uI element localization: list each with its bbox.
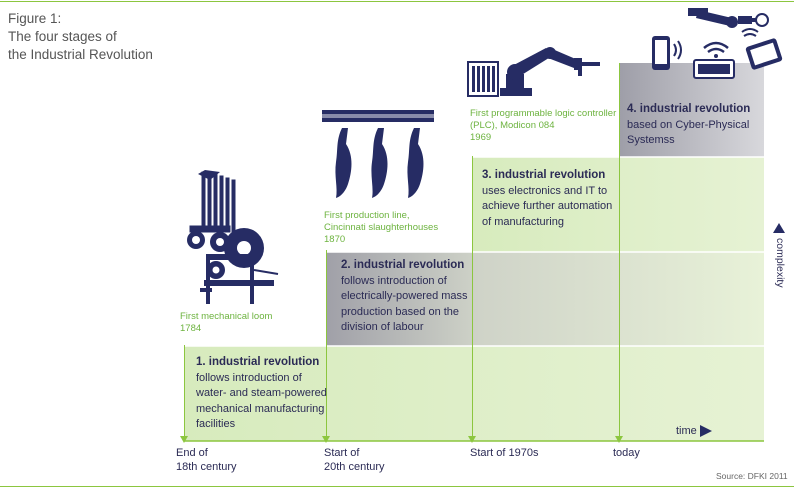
top-rule — [0, 1, 794, 2]
stage-1-text: 1. industrial revolution follows introdu… — [196, 355, 327, 433]
stage-4-heading: 4. industrial revolution — [627, 103, 751, 115]
milestone-plc-line-3: 1969 — [470, 132, 492, 143]
tick-start-1970s: Start of 1970s — [470, 446, 539, 460]
tick-2-line-1: Start of — [324, 447, 360, 459]
stage-2-line-2: electrically-powered mass — [341, 290, 468, 302]
stage-3-line-2: achieve further automation — [482, 200, 613, 212]
stage-3-band — [472, 157, 764, 252]
stage-4-line-2: Systemss — [627, 134, 675, 146]
stage-1-band — [184, 346, 764, 441]
stage-1-line-1: follows introduction of — [196, 371, 302, 384]
stage-2-band-grey — [326, 252, 764, 346]
milestone-plc-line-2: (PLC), Modicon 084 — [470, 120, 555, 131]
stage-4-line-1: based on Cyber-Physical — [627, 118, 750, 131]
bottom-rule — [0, 486, 794, 487]
stage-1-line-3: mechanical manufacturing — [196, 402, 325, 415]
stage-3-line-1: uses electronics and IT to — [482, 184, 608, 197]
tick-4-line-1: today — [613, 447, 640, 459]
source-credit: Source: DFKI 2011 — [716, 471, 788, 481]
time-arrow-icon — [700, 425, 712, 437]
milestone-loom: First mechanical loom 1784 — [180, 311, 272, 335]
stage-4-text: 4. industrial revolution based on Cyber-… — [627, 102, 750, 149]
marker-line-today — [619, 63, 620, 438]
stage-3-line-3: of manufacturing — [482, 215, 564, 228]
marker-line-1784 — [184, 345, 185, 438]
tick-1-line-1: End of — [176, 447, 208, 459]
stage-2-line-1: follows introduction of — [341, 274, 447, 287]
stage-2-line-4: division of labour — [341, 321, 424, 333]
tick-end-18th-century: End of 18th century — [176, 446, 237, 474]
tick-1-line-2: 18th century — [176, 461, 237, 473]
mechanical-loom-icon — [187, 170, 279, 304]
stage-2-text: 2. industrial revolution follows introdu… — [341, 258, 468, 336]
marker-line-1870 — [326, 250, 327, 438]
stage-1-line-4: facilities — [196, 418, 236, 430]
robot-arm-plc-icon — [467, 47, 600, 97]
tick-2-line-2: 20th century — [324, 461, 385, 473]
complexity-axis-label: complexity — [774, 238, 786, 288]
tick-today: today — [613, 446, 640, 460]
milestone-loom-line-2: 1784 — [180, 323, 202, 334]
milestone-plc: First programmable logic controller (PLC… — [470, 108, 616, 144]
figure-title-line-3: the Industrial Revolution — [8, 47, 153, 62]
marker-arrow-4 — [615, 436, 623, 443]
tick-start-20th-century: Start of 20th century — [324, 446, 385, 474]
stage-1-line-2: water- and steam-powered — [196, 387, 327, 399]
milestone-production-line: First production line, Cincinnati slaugh… — [324, 210, 438, 246]
time-axis-label: time — [676, 425, 697, 437]
figure-title-line-1: Figure 1: — [8, 11, 62, 26]
stage-3-heading: 3. industrial revolution — [482, 169, 606, 181]
figure-title: Figure 1: The four stages of the Industr… — [8, 10, 153, 64]
stage-1-heading: 1. industrial revolution — [196, 356, 320, 368]
cyber-physical-devices-icon — [652, 8, 783, 79]
milestone-plc-line-1: First programmable logic controller — [470, 108, 617, 119]
milestone-loom-line-1: First mechanical loom — [180, 311, 273, 322]
milestone-production-line-line-2: Cincinnati slaughterhouses — [324, 222, 439, 233]
milestone-production-line-line-1: First production line, — [324, 210, 410, 221]
stage-2-heading: 2. industrial revolution — [341, 259, 465, 271]
figure-title-line-2: The four stages of — [8, 29, 117, 44]
complexity-arrow-icon — [773, 223, 785, 233]
stage-3-text: 3. industrial revolution uses electronic… — [482, 168, 612, 230]
tick-3-line-1: Start of 1970s — [470, 447, 539, 459]
milestone-production-line-line-3: 1870 — [324, 234, 346, 245]
marker-arrow-2 — [322, 436, 330, 443]
marker-arrow-3 — [468, 436, 476, 443]
stage-2-line-3: production based on the — [341, 305, 460, 318]
meat-hooks-icon — [322, 110, 434, 198]
marker-arrow-1 — [180, 436, 188, 443]
stage-4-band — [619, 63, 764, 157]
marker-line-1969 — [472, 156, 473, 438]
